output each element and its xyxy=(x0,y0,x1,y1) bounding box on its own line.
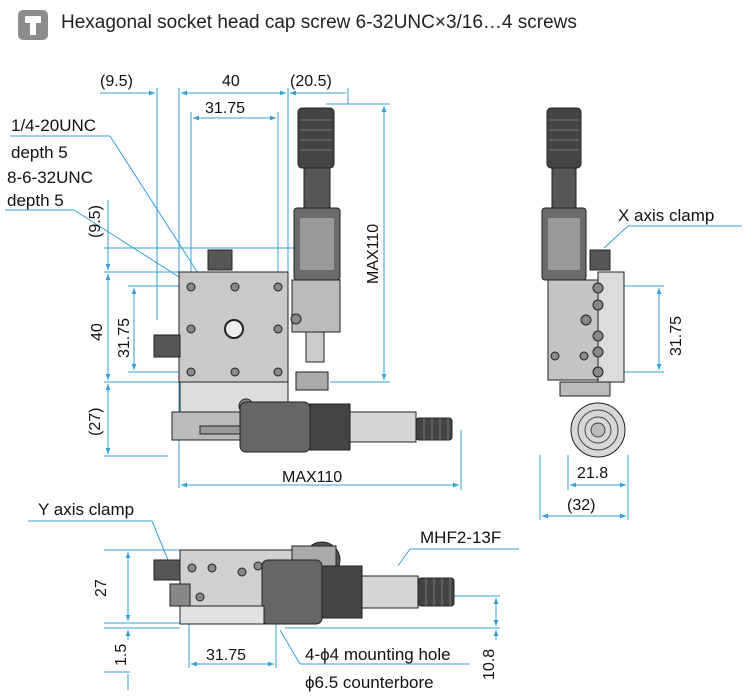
dim-width-max: MAX110 xyxy=(282,469,342,486)
page-title: Hexagonal socket head cap screw 6-32UNC×… xyxy=(61,12,577,33)
xy-stage-bottom xyxy=(153,541,455,625)
x-axis-clamp-label: X axis clamp xyxy=(618,206,714,225)
xy-stage-front xyxy=(153,107,453,453)
dim-height: 40 xyxy=(89,323,106,341)
dim-counterbore-depth: 10.8 xyxy=(481,649,498,680)
dim-hole-pitch-vertical: 31.75 xyxy=(116,318,133,358)
dim-side-hole-pitch: 31.75 xyxy=(668,316,685,356)
dim-bottom-offset: (27) xyxy=(87,408,104,436)
tapped-hole-grid xyxy=(186,282,302,377)
tap-callout-1a: 1/4-20UNC xyxy=(11,116,96,135)
front-view: 1/4-20UNC depth 5 8-6-32UNC depth 5 (9.5… xyxy=(5,73,462,490)
bottom-view: Y axis clamp MHF2-13F 27 1.5 31.75 10.8 … xyxy=(28,500,519,692)
xy-stage-side xyxy=(541,107,626,458)
dim-bottom-hole-pitch: 31.75 xyxy=(206,647,246,664)
dim-side-width: 21.8 xyxy=(577,465,608,482)
dim-width: 40 xyxy=(222,73,240,90)
header: Hexagonal socket head cap screw 6-32UNC×… xyxy=(0,0,753,48)
side-view: X axis clamp 31.75 21.8 (32) xyxy=(539,107,742,520)
mounting-hole-label: 4-ϕ4 mounting hole xyxy=(305,645,451,664)
counterbore-label: ϕ6.5 counterbore xyxy=(305,673,434,692)
center-hole xyxy=(224,319,244,339)
micrometer-model-label: MHF2-13F xyxy=(420,528,501,547)
dim-base-thickness: 1.5 xyxy=(113,644,130,666)
tap-callout-1b: depth 5 xyxy=(11,143,68,162)
dim-right-offset: (20.5) xyxy=(290,73,332,90)
dim-bottom-height: 27 xyxy=(93,579,110,597)
dim-hole-pitch: 31.75 xyxy=(205,100,245,117)
hex-socket-screw-icon xyxy=(18,10,48,40)
dim-left-offset: (9.5) xyxy=(100,73,133,90)
dim-side-overall: (32) xyxy=(567,497,595,514)
dim-top-offset: (9.5) xyxy=(87,205,104,238)
y-axis-clamp-label: Y axis clamp xyxy=(38,500,134,519)
tap-callout-2b: depth 5 xyxy=(7,191,64,210)
dim-height-max: MAX110 xyxy=(365,224,382,284)
tap-callout-2a: 8-6-32UNC xyxy=(7,168,93,187)
